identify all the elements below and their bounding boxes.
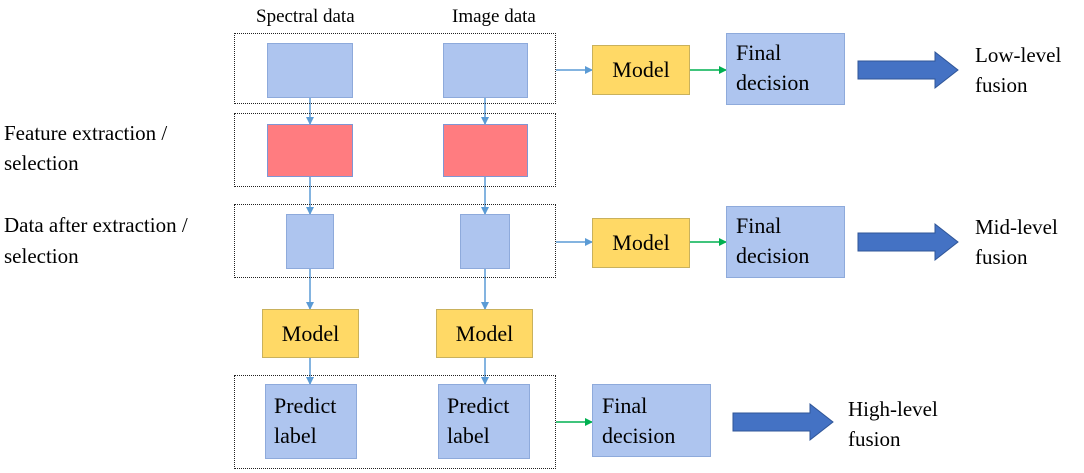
- mid-level-model-box: Model: [592, 218, 690, 268]
- spectral-model-label: Model: [281, 320, 340, 346]
- image-predict-box: Predict label: [438, 384, 530, 459]
- spectral-predict-line2: label: [274, 423, 317, 448]
- mid-level-fusion-line1: Mid-level: [975, 215, 1058, 239]
- fusion-arrow-low: [857, 50, 959, 90]
- fusion-arrow-high: [732, 402, 834, 442]
- low-level-fusion-line1: Low-level: [975, 43, 1062, 67]
- high-level-fusion-line1: High-level: [848, 397, 938, 421]
- low-level-model-box: Model: [592, 45, 690, 95]
- spectral-predict-box: Predict label: [265, 384, 357, 459]
- group-feature-extraction: [234, 113, 556, 187]
- low-level-fusion-line2: fusion: [975, 73, 1028, 97]
- row-label-after-line2: selection: [4, 244, 79, 268]
- row-label-feature-line1: Feature extraction /: [4, 121, 168, 145]
- high-level-decision-line1: Final: [602, 393, 648, 418]
- row-label-after-line1: Data after extraction /: [4, 213, 188, 237]
- image-predict-line2: label: [447, 423, 490, 448]
- high-level-fusion-line2: fusion: [848, 427, 901, 451]
- high-level-decision-line2: decision: [602, 423, 676, 448]
- group-raw-data: [234, 33, 556, 104]
- low-level-model-label: Model: [612, 57, 670, 82]
- low-level-decision-line1: Final: [736, 40, 782, 65]
- image-feature-box: [443, 124, 528, 177]
- group-extracted-data: [234, 204, 556, 278]
- mid-level-decision-box: Final decision: [726, 206, 845, 278]
- low-level-decision-line2: decision: [736, 70, 810, 95]
- spectral-feature-box: [267, 124, 353, 177]
- spectral-raw-data-box: [267, 43, 353, 98]
- mid-level-fusion-line2: fusion: [975, 245, 1028, 269]
- spectral-extracted-box: [286, 214, 334, 269]
- image-model-label: Model: [455, 320, 514, 346]
- spectral-predict-line1: Predict: [274, 393, 337, 418]
- mid-level-model-label: Model: [612, 230, 670, 255]
- high-level-decision-box: Final decision: [592, 384, 711, 457]
- image-extracted-box: [460, 214, 510, 269]
- fusion-arrow-mid: [857, 222, 959, 262]
- group-predicted-labels: [234, 375, 556, 469]
- image-raw-data-box: [443, 43, 528, 98]
- image-predict-line1: Predict: [447, 393, 510, 418]
- mid-level-decision-line2: decision: [736, 243, 810, 268]
- row-label-feature-line2: selection: [4, 151, 79, 175]
- image-model-box: Model: [436, 309, 533, 358]
- column-header-spectral: Spectral data: [256, 6, 355, 27]
- low-level-decision-box: Final decision: [726, 33, 845, 105]
- column-header-image: Image data: [452, 6, 536, 27]
- mid-level-decision-line1: Final: [736, 213, 782, 238]
- spectral-model-box: Model: [262, 309, 359, 358]
